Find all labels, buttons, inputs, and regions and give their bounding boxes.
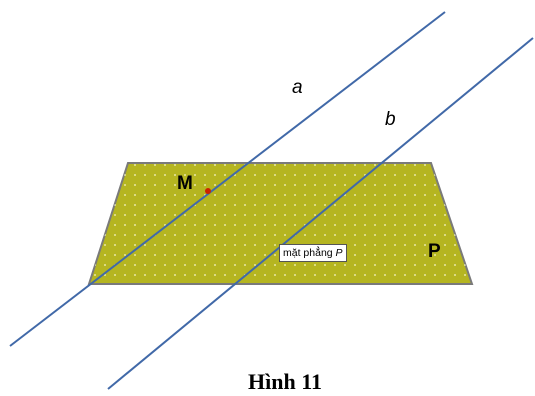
plane-dot-grid	[89, 163, 472, 284]
plane-tag-symbol: P	[335, 247, 343, 259]
point-m	[205, 188, 211, 194]
plane-tag: mặt phẳng P	[279, 244, 347, 262]
plane-tag-text: mặt phẳng	[283, 247, 333, 259]
line-a-label: a	[292, 77, 303, 98]
line-a	[9, 11, 446, 347]
line-b-label: b	[385, 109, 396, 130]
plane-p-label: P	[428, 241, 441, 262]
line-b	[107, 37, 534, 390]
figure-caption: Hình 11	[248, 369, 322, 394]
point-m-label: M	[177, 173, 193, 194]
